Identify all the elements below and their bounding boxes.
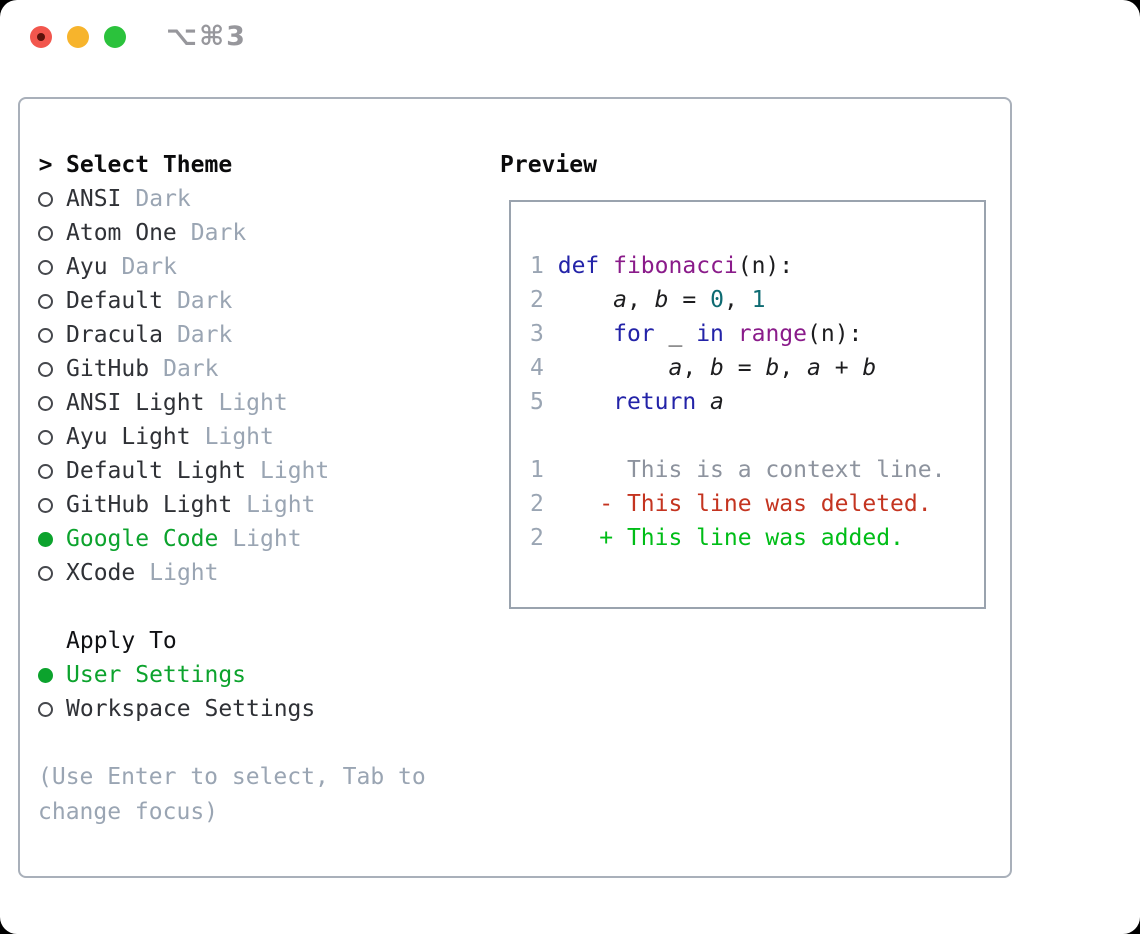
radio-icon bbox=[38, 701, 53, 717]
radio-icon bbox=[38, 259, 53, 275]
radio-icon bbox=[38, 463, 53, 479]
radio-selected-icon bbox=[38, 531, 53, 547]
apply-option-user-settings[interactable]: User Settings bbox=[38, 658, 478, 692]
radio-icon bbox=[38, 293, 53, 309]
radio-selected-icon bbox=[38, 667, 53, 683]
apply-to-header: Apply To bbox=[38, 624, 478, 658]
select-theme-title: Select Theme bbox=[66, 152, 233, 178]
diff-added-line: 2 + This line was added. bbox=[530, 525, 904, 551]
apply-to-title: Apply To bbox=[66, 628, 177, 654]
theme-option-dracula-dark[interactable]: Dracula Dark bbox=[38, 318, 478, 352]
theme-option-default-light[interactable]: Default Light Light bbox=[38, 454, 478, 488]
apply-option-workspace-settings[interactable]: Workspace Settings bbox=[38, 692, 478, 726]
radio-icon bbox=[38, 191, 53, 207]
radio-icon bbox=[38, 361, 53, 377]
radio-icon bbox=[38, 429, 53, 445]
preview-title: Preview bbox=[500, 152, 597, 178]
preview-pane: 1 def fibonacci(n): 2 a, b = 0, 1 3 for … bbox=[509, 200, 986, 609]
code-line: 3 for _ in range(n): bbox=[530, 321, 863, 347]
blank-line bbox=[530, 419, 945, 453]
title-bar: ⌥⌘3 bbox=[0, 0, 1140, 74]
diff-deleted-line: 2 - This line was deleted. bbox=[530, 491, 932, 517]
theme-option-github-light[interactable]: GitHub Light Light bbox=[38, 488, 478, 522]
theme-option-github-dark[interactable]: GitHub Dark bbox=[38, 352, 478, 386]
theme-option-ayu-light[interactable]: Ayu Light Light bbox=[38, 420, 478, 454]
spacer bbox=[38, 590, 478, 624]
select-theme-header: > Select Theme bbox=[38, 148, 478, 182]
code-line: 2 a, b = 0, 1 bbox=[530, 287, 766, 313]
code-preview: 1 def fibonacci(n): 2 a, b = 0, 1 3 for … bbox=[530, 249, 945, 555]
theme-menu: > Select Theme ANSI Dark Atom One Dark A… bbox=[38, 148, 478, 830]
radio-icon bbox=[38, 327, 53, 343]
code-line: 4 a, b = b, a + b bbox=[530, 355, 877, 381]
diff-context-line: 1 This is a context line. bbox=[530, 457, 946, 483]
close-button[interactable] bbox=[30, 26, 52, 48]
radio-icon bbox=[38, 565, 53, 581]
theme-option-ansi-dark[interactable]: ANSI Dark bbox=[38, 182, 478, 216]
theme-option-xcode-light[interactable]: XCode Light bbox=[38, 556, 478, 590]
cursor-marker: > bbox=[38, 152, 53, 178]
theme-option-google-code-light[interactable]: Google Code Light bbox=[38, 522, 478, 556]
radio-icon bbox=[38, 497, 53, 513]
window-shortcut-label: ⌥⌘3 bbox=[166, 21, 247, 52]
minimize-button[interactable] bbox=[67, 26, 89, 48]
theme-option-ayu-dark[interactable]: Ayu Dark bbox=[38, 250, 478, 284]
keyboard-hint: (Use Enter to select, Tab to change focu… bbox=[38, 764, 426, 825]
spacer bbox=[38, 726, 478, 760]
theme-option-atom-one-dark[interactable]: Atom One Dark bbox=[38, 216, 478, 250]
code-line: 5 return a bbox=[530, 389, 724, 415]
zoom-button[interactable] bbox=[104, 26, 126, 48]
code-line: 1 def fibonacci(n): bbox=[530, 253, 794, 279]
radio-icon bbox=[38, 395, 53, 411]
theme-option-default-dark[interactable]: Default Dark bbox=[38, 284, 478, 318]
radio-icon bbox=[38, 225, 53, 241]
theme-option-ansi-light[interactable]: ANSI Light Light bbox=[38, 386, 478, 420]
